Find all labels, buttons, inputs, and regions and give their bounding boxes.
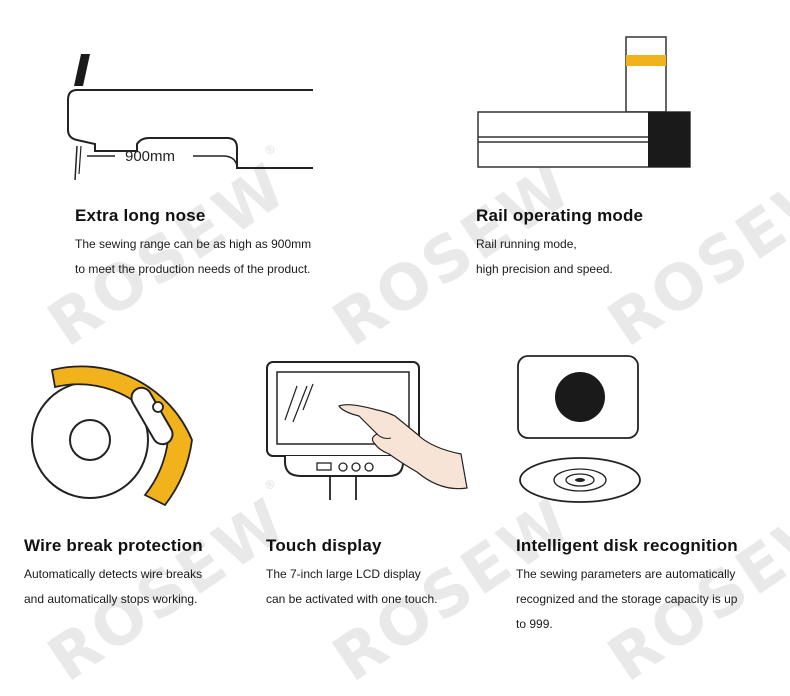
rail-icon [477, 36, 691, 168]
feature-title: Extra long nose [75, 206, 206, 225]
feature-wire-break-protection: Wire break protection Automatically dete… [24, 536, 203, 612]
feature-desc-line: and automatically stops working. [24, 592, 198, 606]
feature-desc-line: The sewing parameters are automatically [516, 567, 736, 581]
disk-recognition-icon [517, 355, 641, 503]
feature-desc-line: The 7-inch large LCD display [266, 567, 421, 581]
touch-display-icon [266, 361, 468, 500]
feature-desc-line: The sewing range can be as high as 900mm [75, 237, 312, 251]
feature-touch-display: Touch display The 7-inch large LCD displ… [266, 536, 437, 612]
feature-desc-line: recognized and the storage capacity is u… [516, 592, 738, 606]
sewing-machine-nose-icon: 900mm [67, 54, 313, 181]
wire-break-wheel-icon [31, 365, 193, 507]
feature-title: Rail operating mode [476, 206, 644, 225]
feature-desc-line: Rail running mode, [476, 237, 577, 251]
feature-desc-line: can be activated with one touch. [266, 592, 438, 606]
feature-title: Wire break protection [24, 536, 203, 555]
feature-desc-line: to 999. [516, 617, 553, 631]
feature-desc-line: to meet the production needs of the prod… [75, 262, 311, 276]
feature-title: Intelligent disk recognition [516, 536, 738, 555]
feature-intelligent-disk-recognition: Intelligent disk recognition The sewing … [516, 536, 738, 637]
nose-length-label: 900mm [125, 148, 175, 165]
feature-desc-line: Automatically detects wire breaks [24, 567, 203, 581]
feature-desc-line: high precision and speed. [476, 262, 613, 276]
feature-extra-long-nose: Extra long nose The sewing range can be … [75, 206, 311, 282]
feature-title: Touch display [266, 536, 382, 555]
feature-rail-operating-mode: Rail operating mode Rail running mode, h… [476, 206, 643, 282]
